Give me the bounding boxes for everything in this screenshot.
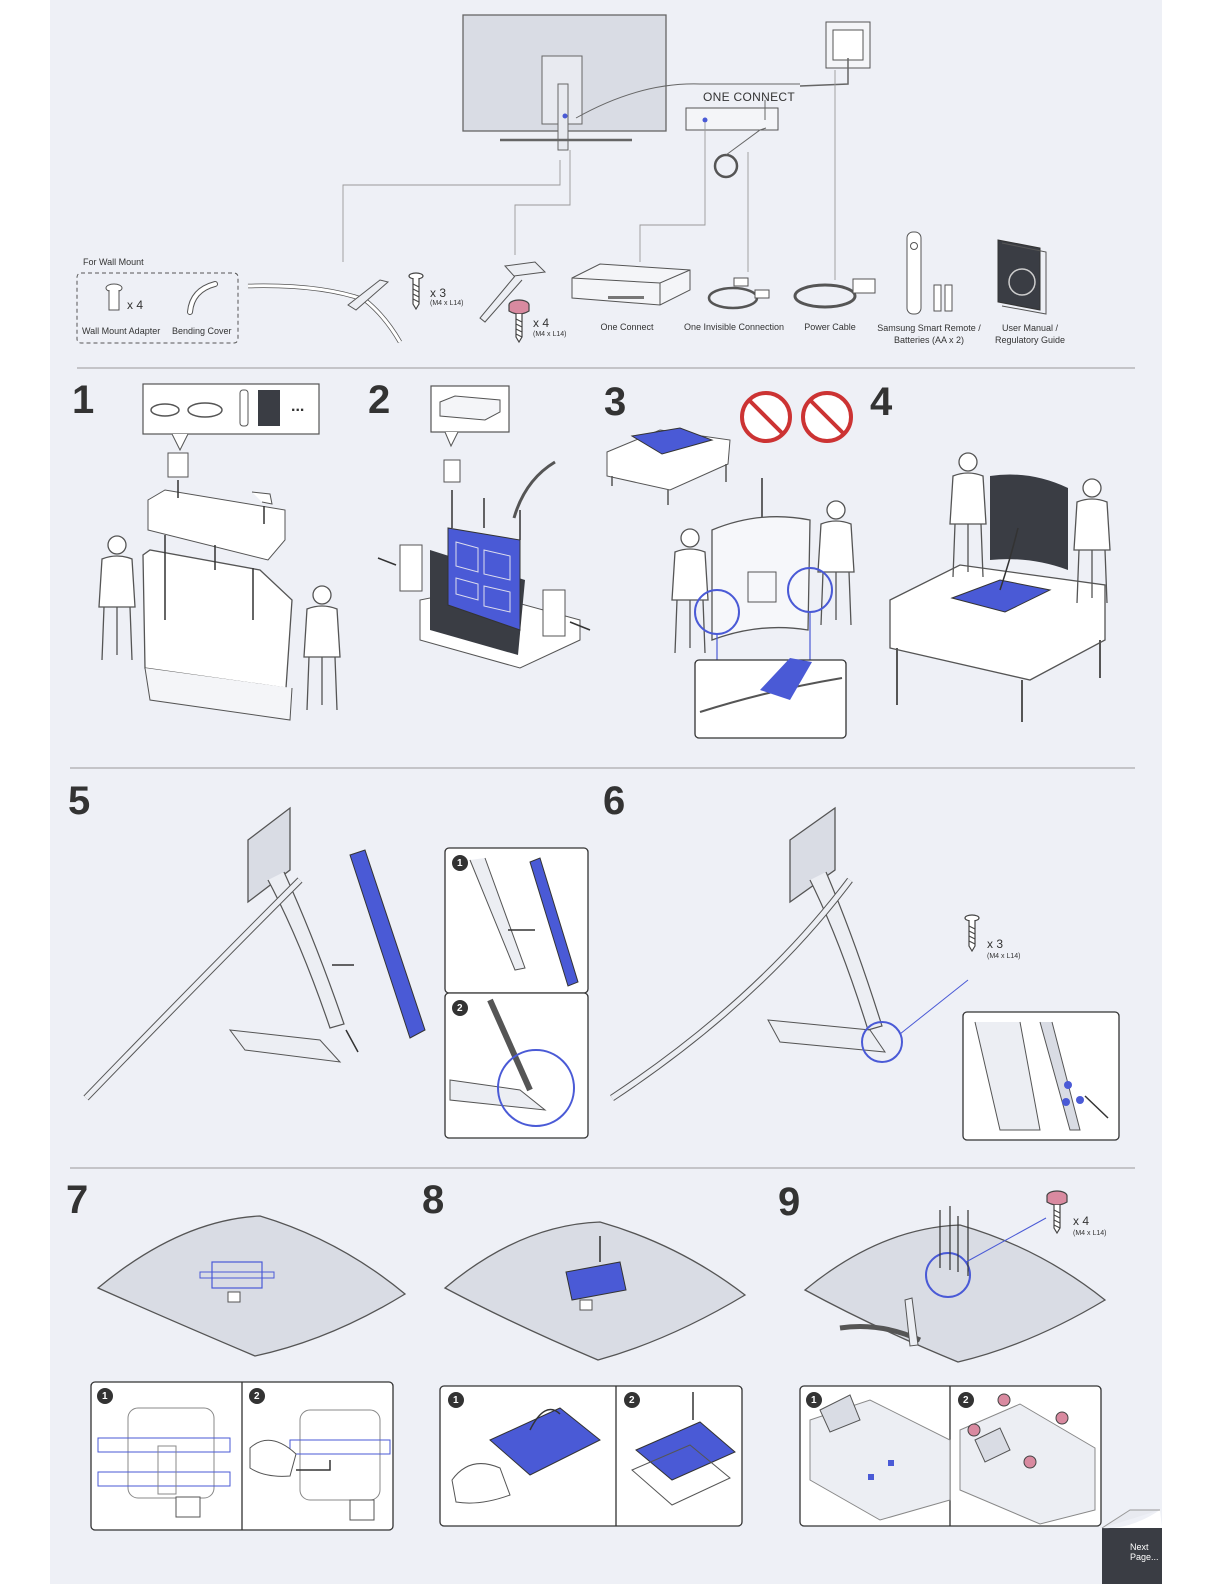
step-8-substep-2: 2 — [629, 1395, 635, 1406]
wall-mount-title: For Wall Mount — [83, 257, 144, 267]
manual-label-line1: User Manual / — [1002, 323, 1058, 333]
step-8-substep-1: 1 — [453, 1395, 459, 1406]
power-cable-part — [795, 279, 875, 307]
step-number-2: 2 — [368, 380, 390, 420]
screw-b-qty: x 4 — [533, 316, 549, 330]
step-number-7: 7 — [66, 1180, 88, 1220]
invisible-connection-label: One Invisible Connection — [684, 322, 784, 332]
step-number-4: 4 — [870, 382, 892, 422]
step-5-illustration — [86, 808, 588, 1138]
one-connect-label: One Connect — [600, 322, 653, 332]
overview-tv-rear — [463, 15, 666, 150]
step-9-screw-qty: x 4 — [1073, 1214, 1089, 1228]
screw-b-spec: (M4 x L14) — [533, 331, 566, 338]
manual-label-line2: Regulatory Guide — [995, 335, 1065, 345]
step-1-illustration — [99, 384, 340, 720]
step-number-5: 5 — [68, 781, 90, 821]
user-manual-part — [998, 240, 1046, 314]
step-8-illustration — [440, 1222, 745, 1526]
remote-label-line1: Samsung Smart Remote / — [877, 323, 981, 333]
step-number-8: 8 — [422, 1180, 444, 1220]
power-cable-label: Power Cable — [804, 322, 856, 332]
step-4-illustration — [890, 453, 1110, 722]
wall-mount-adapter-label: Wall Mount Adapter — [82, 326, 160, 336]
step-number-9: 9 — [778, 1182, 800, 1222]
step-9-substep-1: 1 — [811, 1395, 817, 1406]
step-7-substep-1: 1 — [102, 1391, 108, 1402]
screw-m4-part — [409, 273, 423, 309]
one-connect-part — [572, 264, 690, 305]
screw-a-spec: (M4 x L14) — [430, 300, 463, 307]
step-number-6: 6 — [603, 781, 625, 821]
step-6-screw-qty: x 3 — [987, 937, 1003, 951]
step-5-substep-2: 2 — [457, 1003, 463, 1014]
invisible-connection-part — [709, 278, 769, 308]
step-9-pink-screw-icon — [1047, 1191, 1067, 1233]
step-number-1: 1 — [72, 380, 94, 420]
one-connect-box-label: ONE CONNECT — [703, 90, 795, 104]
step-9-illustration — [800, 1206, 1105, 1526]
step-6-illustration — [612, 808, 1119, 1140]
step-1-more-items: ... — [291, 398, 304, 416]
bending-cover-label: Bending Cover — [172, 326, 232, 336]
pink-screw-part — [509, 300, 529, 342]
step-9-screw-spec: (M4 x L14) — [1073, 1230, 1106, 1237]
remote-and-batteries-part — [907, 232, 952, 314]
step-7-substep-2: 2 — [254, 1391, 260, 1402]
step-9-substep-2: 2 — [963, 1395, 969, 1406]
step-5-substep-1: 1 — [457, 858, 463, 869]
step-6-screw-icon — [965, 915, 979, 951]
step-2-illustration — [378, 386, 590, 668]
next-page-line2: Page... — [1130, 1553, 1159, 1563]
screw-a-qty: x 3 — [430, 286, 446, 300]
step-6-screw-spec: (M4 x L14) — [987, 953, 1020, 960]
remote-label-line2: Batteries (AA x 2) — [894, 335, 964, 345]
wall-mount-qty: x 4 — [127, 298, 143, 312]
stand-base-part — [248, 280, 400, 342]
next-page-link[interactable]: Next Page... — [1130, 1543, 1159, 1563]
step-number-3: 3 — [604, 382, 626, 422]
step-7-illustration — [91, 1216, 405, 1530]
step-3-illustration — [607, 393, 854, 738]
